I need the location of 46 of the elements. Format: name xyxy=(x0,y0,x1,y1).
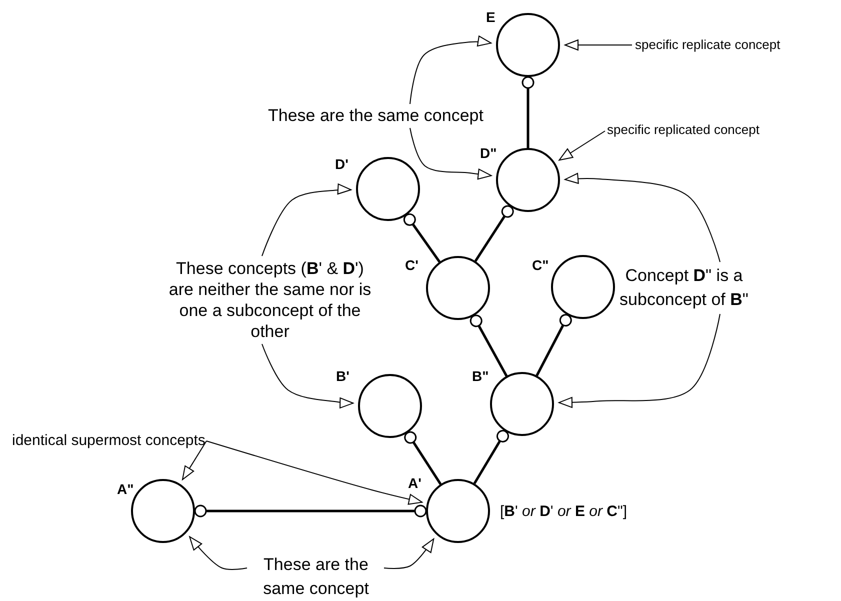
annotation-text: These are the same concept xyxy=(268,106,484,126)
arrow xyxy=(206,440,423,505)
note-text: [B' or D' or E or C"] xyxy=(500,503,627,521)
annotation-text: These concepts (B' & D') are neither the same nor is one a subconcept of the other xyxy=(168,258,372,342)
annotation-text: identical supermost concepts xyxy=(12,432,206,450)
concept-circle xyxy=(356,157,420,221)
concept-circle xyxy=(131,479,195,543)
node-label: C" xyxy=(532,257,549,273)
arrow xyxy=(558,314,720,408)
concept-circle xyxy=(496,13,560,77)
node-label: B' xyxy=(336,368,350,384)
node-label: E xyxy=(486,9,496,25)
concept-circle xyxy=(358,374,422,438)
concept-circle xyxy=(490,372,554,436)
arrow xyxy=(262,184,352,256)
concept-circle xyxy=(426,479,490,543)
node-label: D" xyxy=(480,145,497,161)
arrow xyxy=(564,172,720,262)
node-label: C' xyxy=(405,257,418,273)
arrow xyxy=(262,344,354,408)
arrow xyxy=(182,440,207,480)
concept-circle xyxy=(496,148,560,212)
connector-line xyxy=(404,431,442,485)
node-label: D' xyxy=(335,156,348,172)
connector-line xyxy=(470,314,508,377)
node-label: A' xyxy=(408,475,422,491)
node-label: B" xyxy=(472,368,489,384)
arrow xyxy=(384,538,434,569)
concept-circle xyxy=(426,256,490,320)
connector-line xyxy=(403,213,441,263)
arrow xyxy=(410,128,492,180)
annotation-text: specific replicated concept xyxy=(607,122,760,138)
annotation-text: specific replicate concept xyxy=(635,37,780,53)
connector-line xyxy=(474,205,514,262)
connector-line xyxy=(473,430,509,484)
node-label: A" xyxy=(117,481,134,497)
connector-line xyxy=(536,314,572,376)
arrow xyxy=(558,130,606,161)
arrow xyxy=(410,36,492,104)
arrow xyxy=(189,536,248,570)
connector-line xyxy=(522,76,534,148)
annotation-text: These are the same concept xyxy=(248,553,384,601)
concept-circle xyxy=(551,255,615,319)
annotation-text: Concept D" is a subconcept of B" xyxy=(616,264,752,312)
arrow xyxy=(564,40,632,50)
connector-line xyxy=(194,504,427,518)
